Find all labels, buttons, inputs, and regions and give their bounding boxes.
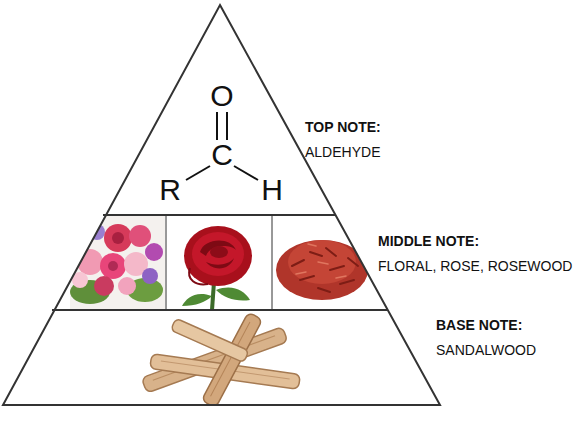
rosewood-picture-part-part xyxy=(300,276,314,280)
rosewood-picture-part-part xyxy=(318,262,328,264)
pyramid-outline xyxy=(3,5,440,405)
rose-picture-part xyxy=(166,216,272,310)
sandalwood-picture-part xyxy=(201,312,262,408)
rosewood-picture-part-part xyxy=(310,252,322,256)
picture-frames xyxy=(166,216,272,310)
rosewood-picture xyxy=(273,216,373,310)
bouquet-picture-part xyxy=(112,232,124,244)
tier-content: SANDALWOOD xyxy=(436,343,536,357)
tier-content: ALDEHYDE xyxy=(305,145,380,159)
rose-picture-part xyxy=(192,232,244,276)
chemical-bonds-part xyxy=(226,112,228,140)
rose-picture-part xyxy=(206,258,234,268)
bouquet-picture-part xyxy=(129,225,151,247)
rosewood-picture-part xyxy=(288,240,356,284)
chemical-bonds-part xyxy=(186,166,210,180)
rose-picture xyxy=(166,216,272,310)
tier-heading: TOP NOTE: xyxy=(305,120,381,134)
rosewood-picture-part-part xyxy=(308,244,316,246)
tier-pictures xyxy=(70,216,373,408)
rosewood-picture-part-part xyxy=(318,288,330,292)
rose-picture-part xyxy=(216,288,250,301)
rose-picture-part xyxy=(184,226,252,286)
picture-frames-part xyxy=(272,216,273,310)
bouquet-picture-part xyxy=(142,268,158,284)
bouquet-picture-part xyxy=(108,261,118,271)
rosewood-picture-part xyxy=(296,244,346,278)
bouquet-picture-part xyxy=(145,243,163,261)
sandalwood-picture-part-part xyxy=(171,318,249,362)
rose-picture-part xyxy=(182,294,212,306)
bouquet-picture-part xyxy=(70,216,165,310)
chemical-bonds-part xyxy=(234,166,258,180)
rose-picture-part xyxy=(210,246,228,258)
picture-frames-part xyxy=(166,216,167,310)
sandalwood-picture xyxy=(141,312,300,408)
pyramid-outline-part xyxy=(103,214,336,216)
atom-symbol: H xyxy=(261,175,283,205)
rosewood-picture-part-part xyxy=(340,280,354,284)
bouquet-picture-part xyxy=(118,277,136,295)
pyramid-outline-part xyxy=(52,309,387,311)
pyramid-outline-part xyxy=(3,5,440,405)
rose-picture-part xyxy=(189,268,208,284)
atom-symbol: O xyxy=(210,81,233,111)
atom-symbol: R xyxy=(159,175,181,205)
atom-symbol: C xyxy=(211,140,233,170)
rosewood-picture-part-part xyxy=(296,272,306,274)
sandalwood-picture-part xyxy=(171,318,249,362)
bouquet-picture-part xyxy=(94,276,114,296)
sandalwood-picture-part-part xyxy=(201,312,262,408)
rosewood-picture-part xyxy=(292,248,358,292)
rosewood-picture-part-part xyxy=(348,258,358,266)
rosewood-picture-part-part xyxy=(336,276,346,278)
tier-heading: BASE NOTE: xyxy=(436,318,522,332)
rosewood-picture-part-part xyxy=(330,266,344,270)
bouquet-picture-part xyxy=(104,224,132,252)
rosewood-picture-part xyxy=(273,216,373,310)
chemical-bonds xyxy=(186,112,258,180)
rosewood-picture-part-part xyxy=(326,248,336,256)
bouquet-picture xyxy=(70,216,165,310)
rose-picture-part xyxy=(212,282,214,310)
tier-content: FLORAL, ROSE, ROSEWOOD xyxy=(378,259,572,273)
chemical-bonds-part xyxy=(216,112,218,140)
rosewood-picture-part-part xyxy=(292,260,304,266)
bouquet-picture-part xyxy=(100,253,126,279)
tier-heading: MIDDLE NOTE: xyxy=(378,234,479,248)
